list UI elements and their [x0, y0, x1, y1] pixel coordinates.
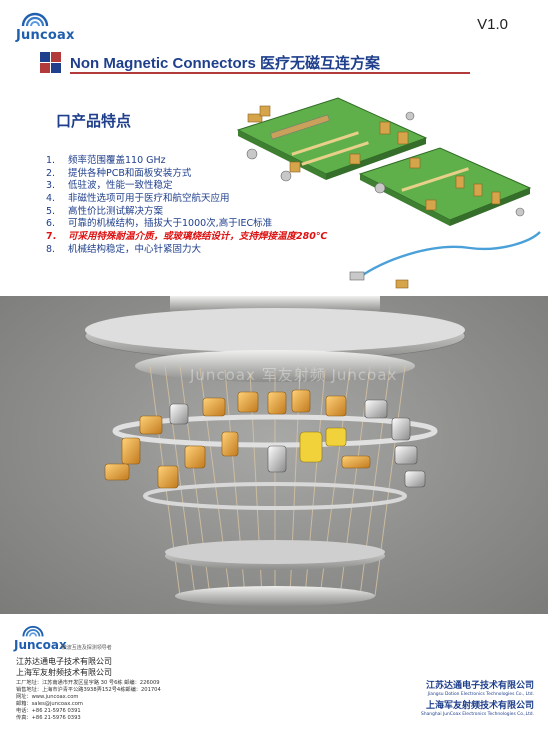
title-underline — [70, 72, 470, 74]
title-squares-icon — [40, 52, 66, 74]
footer-website: 网址：www.juncoax.com — [16, 694, 79, 700]
feature-item: 8.机械结构稳定，中心针紧固力大 — [46, 243, 202, 255]
footer-company-2: 上海军友射频技术有限公司 — [16, 668, 112, 677]
version-label: V1.0 — [477, 16, 508, 33]
footer-email: 邮箱：sales@juncoax.com — [16, 701, 83, 707]
cryostat-assembly-icon — [84, 296, 466, 606]
feature-item: 1.频率范围覆盖110 GHz — [46, 155, 166, 166]
pcb-boards-image — [230, 92, 548, 297]
section-heading: 口产品特点 — [56, 112, 132, 130]
footer-sales-address: 销售地址：上海市沪青平公路3938弄152号4栋邮编：201704 — [16, 687, 161, 693]
footer-right-company-1: 江苏达通电子技术有限公司 Jiangsu Dotion Electronics … — [425, 681, 534, 697]
signal-arcs-icon — [22, 625, 44, 637]
feature-list: 1.频率范围覆盖110 GHz 2.提供各种PCB和面板安装方式 3.低驻波，性… — [46, 155, 386, 257]
logo-wordmark: Juncoax — [16, 28, 75, 43]
connector-render-image: Juncoax 军友射频 Juncoax — [0, 296, 548, 614]
title-bar: Non Magnetic Connectors 医疗无磁互连方案 — [40, 50, 470, 74]
page-title: Non Magnetic Connectors 医疗无磁互连方案 — [70, 55, 381, 72]
footer-phone: 电话：+86 21-5976 0391 — [16, 708, 81, 714]
feature-item: 2.提供各种PCB和面板安装方式 — [46, 167, 192, 179]
pcb-board-icon — [236, 97, 428, 182]
footer-fax: 传真：+86 21-5976 0393 — [16, 715, 81, 721]
footer-logo: Juncoax — [14, 622, 84, 654]
footer-slogan: -微波互连及探测领导者 — [60, 645, 112, 651]
pcb-board-icon — [358, 147, 532, 226]
coax-cable-icon — [349, 231, 541, 289]
watermark-text: Juncoax 军友射频 Juncoax — [190, 366, 398, 384]
footer-factory-address: 工厂地址：江苏南通市开发区星宇路 30 号6栋 邮编：226009 — [16, 680, 160, 686]
footer: Juncoax -微波互连及探测领导者 江苏达通电子技术有限公司 上海军友射频技… — [0, 614, 548, 743]
feature-item: 5.高性价比测试解决方案 — [46, 205, 164, 217]
feature-item: 3.低驻波，性能一致性稳定 — [46, 180, 173, 192]
footer-company-1: 江苏达通电子技术有限公司 — [16, 657, 112, 666]
footer-wordmark: Juncoax — [14, 638, 67, 652]
juncoax-logo: Juncoax — [14, 8, 76, 43]
signal-arcs-icon — [21, 12, 49, 27]
feature-item: 4.非磁性选项可用于医疗和航空航天应用 — [46, 193, 230, 205]
footer-right-company-2: 上海军友射频技术有限公司 Shanghai JunCoax Electronic… — [421, 701, 534, 717]
feature-item-highlight: 7.可采用特殊耐温介质，或玻璃烧结设计，支持焊接温度280℃ — [46, 231, 328, 243]
feature-item: 6.可靠的机械结构，插拔大于1000次,高于IEC标准 — [46, 218, 273, 230]
